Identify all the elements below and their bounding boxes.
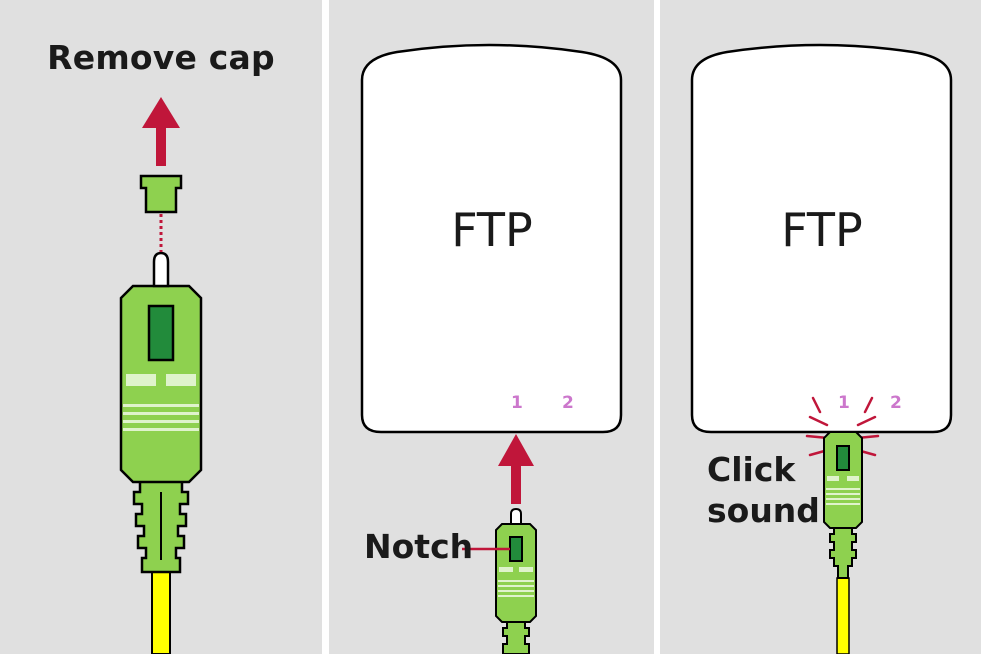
port-2-label: 2 [562, 393, 574, 413]
insert-illustration [360, 43, 623, 654]
ferrule [152, 251, 170, 288]
remove-cap-illustration [119, 97, 203, 654]
connector-notch-window [147, 304, 175, 362]
connector-light-bar-right [847, 476, 859, 481]
connector-light-bar-left [499, 567, 513, 572]
port-2-label: 2 [890, 393, 902, 413]
click-label: Click [707, 450, 796, 489]
arrow-up-icon [142, 97, 180, 128]
dust-cap [139, 174, 183, 214]
arrow-up-icon [498, 434, 534, 466]
fiber-cable [836, 577, 850, 654]
fiber-cable [151, 571, 171, 654]
ftp-box [690, 43, 953, 434]
connector-light-bar-left [827, 476, 839, 481]
connector-grip-lines [498, 580, 534, 597]
click-illustration [690, 43, 953, 654]
ferrule [510, 507, 522, 525]
ftp-label: FTP [781, 203, 863, 257]
connector-body [119, 284, 203, 484]
connector-grip-lines [123, 404, 199, 431]
panel-insert-connector: FTP 1 2 Notch [329, 0, 654, 654]
arrow-up-shaft [156, 126, 166, 166]
connector-boot [829, 525, 857, 579]
connector-notch-window [509, 536, 523, 562]
remove-cap-title: Remove cap [47, 38, 275, 77]
connector-grip-lines [826, 488, 860, 505]
panel-click-sound: FTP 1 2 Click sound [660, 0, 981, 654]
notch-label: Notch [364, 527, 474, 566]
panel-remove-cap: Remove cap [0, 0, 322, 654]
port-1-label: 1 [511, 393, 523, 413]
arrow-up-shaft [511, 464, 521, 504]
connector-boot [502, 619, 530, 654]
ftp-box [360, 43, 623, 434]
connector-light-bar-left [126, 374, 156, 386]
sound-label: sound [707, 491, 820, 530]
ftp-label: FTP [451, 203, 533, 257]
connector-notch-window [836, 445, 850, 471]
connector-light-bar-right [166, 374, 196, 386]
connector-light-bar-right [519, 567, 533, 572]
port-1-label: 1 [838, 393, 850, 413]
